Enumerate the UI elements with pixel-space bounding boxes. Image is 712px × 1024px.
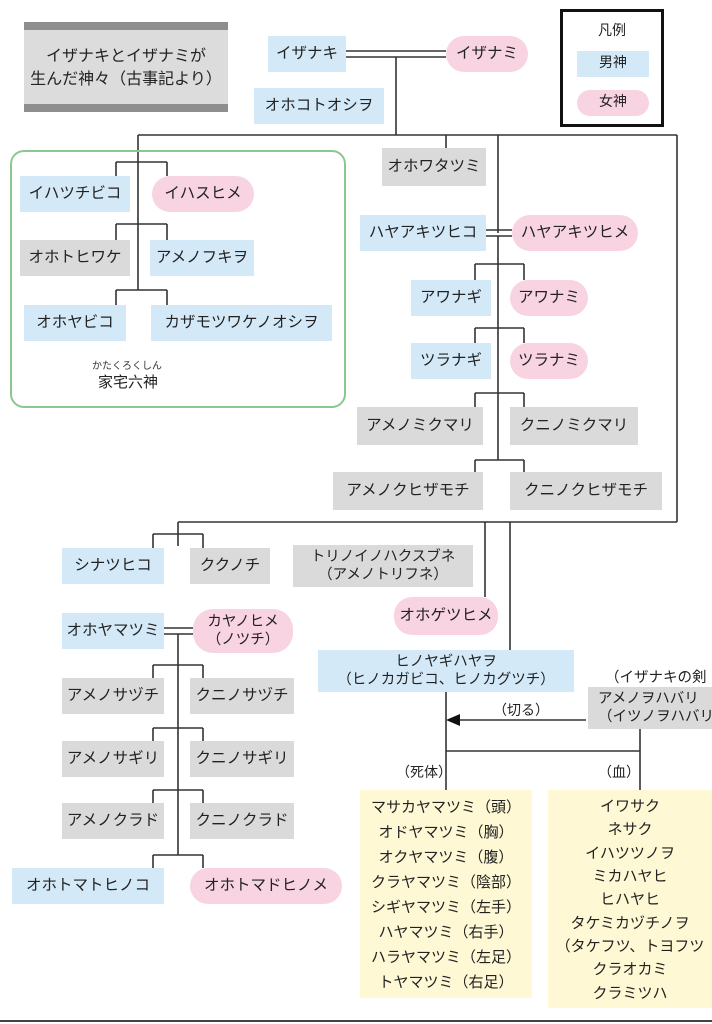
node-izanaki: イザナキ xyxy=(268,36,346,72)
group-furigana: かたくろくしん xyxy=(92,361,162,372)
node-ihasuhime: イハスヒメ xyxy=(152,176,254,212)
node-ohokotooshio: オホコトオシヲ xyxy=(254,88,384,124)
house-gods-group xyxy=(10,150,346,408)
blood-god-item: ヒハヤヒ xyxy=(599,890,660,909)
node-kazamotsuwake: カザモツワケノオシヲ xyxy=(151,305,332,341)
corpse-god-item: ハラヤマツミ（左足） xyxy=(370,948,521,966)
node-kuninokurado: クニノクラド xyxy=(190,803,294,839)
torinoiwa-line-2: （アメノトリフネ） xyxy=(318,567,448,583)
node-kayanohime: カヤノヒメ （ノツチ） xyxy=(193,609,293,653)
corpse-god-item: トヤマツミ（右足） xyxy=(378,973,514,991)
corpse-god-item: オドヤマツミ（胸） xyxy=(378,823,514,841)
node-shinatsuhiko: シナツヒコ xyxy=(62,548,164,584)
node-amenosazuchi: アメノサヅチ xyxy=(62,678,164,714)
diagram-title: イザナキとイザナミが 生んだ神々（古事記より） xyxy=(24,22,228,112)
legend-title: 凡例 xyxy=(598,23,626,39)
node-ohoyamatsumi: オホヤマツミ xyxy=(62,613,164,649)
node-amenokuhizamochi: アメノクヒザモチ xyxy=(333,472,483,510)
node-ihatsuchibiko: イハツチビコ xyxy=(20,176,130,212)
kayanohime-line-1: カヤノヒメ xyxy=(207,613,279,630)
node-hayaakitsuhiko: ハヤアキツヒコ xyxy=(360,215,486,251)
corpse-god-item: オクヤマツミ（腹） xyxy=(378,848,514,866)
blood-god-item: クラオカミ xyxy=(592,960,668,979)
hinoyagi-line-2: （ヒノカガビコ、ヒノカグツチ） xyxy=(337,672,555,688)
node-izanami: イザナミ xyxy=(446,36,528,72)
node-ohoyabiko: オホヤビコ xyxy=(24,305,126,341)
blood-gods-list: イワサク ネサク イハツツノヲ ミカハヤヒ ヒハヤヒ タケミカヅチノヲ （タケフ… xyxy=(548,790,712,1008)
node-amenokurado: アメノクラド xyxy=(62,803,164,839)
title-line-1: イザナキとイザナミが xyxy=(45,45,206,65)
chi-label: （血） xyxy=(598,765,640,781)
sword-line-2: （イツノヲハバリ xyxy=(598,709,712,725)
node-kuninokuhizamochi: クニノクヒザモチ xyxy=(510,472,662,510)
blood-god-item: クラミツハ xyxy=(592,983,668,1002)
node-sword: アメノヲハバリ （イツノヲハバリ xyxy=(588,687,712,729)
node-amenofukio: アメノフキヲ xyxy=(150,240,254,276)
legend-female: 女神 xyxy=(577,90,649,116)
node-ohotohiwake: オホトヒワケ xyxy=(20,240,130,276)
corpse-god-item: ハヤマツミ（右手） xyxy=(378,923,514,941)
node-awanami: アワナミ xyxy=(510,280,588,316)
node-amenosagiri: アメノサギリ xyxy=(62,741,164,777)
hinoyagi-line-1: ヒノヤギハヤヲ xyxy=(395,653,497,670)
blood-god-item: イハツツノヲ xyxy=(585,843,675,862)
node-kukunochi: ククノチ xyxy=(190,548,270,584)
node-tsuranagi: ツラナギ xyxy=(411,343,491,379)
legend-male: 男神 xyxy=(577,51,649,77)
corpse-god-item: マサカヤマツミ（頭） xyxy=(370,798,521,816)
torinoiwa-line-1: トリノイノハクスブネ xyxy=(310,548,456,565)
node-torinoiwakusubune: トリノイノハクスブネ （アメノトリフネ） xyxy=(293,545,473,587)
blood-god-item: タケミカヅチノヲ xyxy=(570,913,690,932)
legend: 凡例 男神 女神 xyxy=(560,9,664,127)
blood-god-item: （タケフツ、トヨフツ xyxy=(555,937,705,956)
corpse-gods-list: マサカヤマツミ（頭） オドヤマツミ（胸） オクヤマツミ（腹） クラヤマツミ（陰部… xyxy=(360,790,532,998)
node-amenomikumari: アメノミクマリ xyxy=(357,407,483,445)
node-ohogetsuhime: オホゲツヒメ xyxy=(394,597,498,635)
node-awanagi: アワナギ xyxy=(411,280,491,316)
node-tsuranami: ツラナミ xyxy=(510,343,588,379)
blood-god-item: イワサク xyxy=(599,797,660,816)
sword-line-1: アメノヲハバリ xyxy=(598,690,699,707)
kayanohime-line-2: （ノツチ） xyxy=(206,632,280,648)
title-line-2: 生んだ神々（古事記より） xyxy=(30,69,222,88)
corpse-god-item: クラヤマツミ（陰部） xyxy=(370,873,521,891)
group-label: 家宅六神 xyxy=(98,373,159,391)
node-hinoyagihayao: ヒノヤギハヤヲ （ヒノカガビコ、ヒノカグツチ） xyxy=(318,650,574,692)
shitai-label: （死体） xyxy=(396,765,452,781)
node-ohotomatohiko: オホトマトヒノコ xyxy=(12,868,164,904)
node-ohowatatsumi: オホワタツミ xyxy=(382,148,486,186)
sword-caption: （イザナキの剣 xyxy=(605,670,707,686)
corpse-god-item: シギヤマツミ（左手） xyxy=(370,898,521,916)
node-hayaakitsuhime: ハヤアキツヒメ xyxy=(512,215,638,251)
node-kuninomikumari: クニノミクマリ xyxy=(510,407,638,445)
node-kuninosazuchi: クニノサヅチ xyxy=(190,678,294,714)
blood-god-item: ミカハヤヒ xyxy=(592,867,668,886)
node-kuninosagiri: クニノサギリ xyxy=(190,741,294,777)
kiru-label: （切る） xyxy=(493,703,549,719)
blood-god-item: ネサク xyxy=(607,820,653,839)
node-ohotomatohime: オホトマドヒノメ xyxy=(190,868,342,904)
